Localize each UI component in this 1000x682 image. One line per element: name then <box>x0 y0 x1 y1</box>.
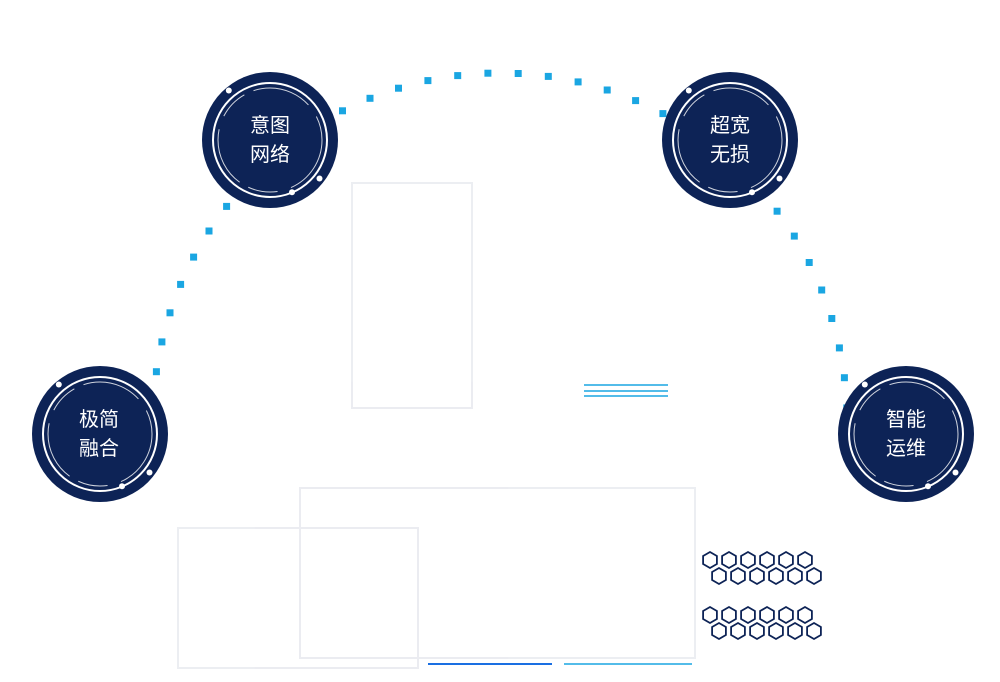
node-text-line1: 智能 <box>886 407 926 431</box>
arc-dot <box>395 84 402 92</box>
feature-nodes <box>32 72 974 502</box>
hexagon-shape <box>749 566 765 586</box>
node-circuit-dot <box>55 381 62 388</box>
node-circuit-dot <box>289 189 295 196</box>
hexagon-shape <box>778 605 794 625</box>
arc-dot <box>773 207 781 215</box>
arc-dot <box>603 86 611 94</box>
node-ring <box>672 82 788 198</box>
arc-dot <box>158 338 166 346</box>
node-disc <box>32 366 168 502</box>
arc-dot <box>544 72 552 80</box>
hexagon-shape <box>768 566 784 586</box>
node-circuit-dot <box>146 469 153 476</box>
node-circuit-dot <box>776 175 783 182</box>
arc-dot <box>424 77 432 85</box>
arc-dot <box>840 374 848 382</box>
node-text-line2: 运维 <box>886 436 926 460</box>
arc-dot <box>574 78 582 86</box>
arc-dot <box>835 344 843 352</box>
node-label-ultra-wide-lossless: 超宽 无损 <box>690 111 770 169</box>
hexagon-shape <box>721 605 737 625</box>
hexagon-shape <box>711 566 727 586</box>
cabinet-left <box>177 527 419 669</box>
node-circuit-dot <box>861 381 868 388</box>
center-illustration <box>177 182 696 669</box>
node-text-line1: 极简 <box>79 407 119 431</box>
arc-dot <box>632 97 640 105</box>
node-circuit-ring <box>677 87 783 193</box>
node-circuit-dot <box>316 175 323 182</box>
hexagon-shape <box>749 621 765 641</box>
arc-dot <box>514 70 522 77</box>
node-text-line2: 融合 <box>79 436 119 460</box>
switch-panel <box>299 487 696 659</box>
node-label-smart-ops: 智能 运维 <box>866 405 946 463</box>
hexagon-shape <box>730 566 746 586</box>
hexagon-shape <box>730 621 746 641</box>
node-circuit-dot <box>685 87 692 94</box>
node-circuit-dot <box>925 483 931 490</box>
node-circuit-dot <box>952 469 959 476</box>
hexagon-shape <box>806 621 822 641</box>
node-ring <box>212 82 328 198</box>
accent-lines <box>428 384 692 665</box>
arc-dot <box>454 72 462 80</box>
node-circle-intent-network <box>202 72 338 208</box>
node-text-line1: 意图 <box>250 113 290 137</box>
hexagon-shape <box>740 550 756 570</box>
hexagon-shape <box>759 550 775 570</box>
arc-dot <box>339 107 346 115</box>
arc-dot <box>805 259 813 266</box>
node-text-line2: 网络 <box>250 142 290 166</box>
hexagon-shape <box>702 550 718 570</box>
node-text-line1: 超宽 <box>710 113 750 137</box>
node-circle-smart-ops <box>838 366 974 502</box>
arc-dot <box>366 94 374 102</box>
arc-dot <box>152 368 160 376</box>
arc-dot <box>223 202 231 210</box>
node-circuit-ring <box>47 381 153 487</box>
hexagon-shape <box>759 605 775 625</box>
node-ring <box>848 376 964 492</box>
node-circuit-dot <box>119 483 125 490</box>
node-label-minimal-fusion: 极简 融合 <box>59 405 139 463</box>
hexagon-shape <box>787 566 803 586</box>
hexagon-shape <box>711 621 727 641</box>
node-circle-ultra-wide-lossless <box>662 72 798 208</box>
node-disc <box>202 72 338 208</box>
node-ring <box>42 376 158 492</box>
hexagon-shape <box>721 550 737 570</box>
node-circuit-dot <box>749 189 755 196</box>
arc-dot <box>205 227 213 235</box>
node-circle-minimal-fusion <box>32 366 168 502</box>
server-tower <box>351 182 473 409</box>
arc-dot <box>190 253 198 261</box>
node-circuit-ring <box>853 381 959 487</box>
hexagon-shape <box>787 621 803 641</box>
hexagon-shape <box>768 621 784 641</box>
arc-dot <box>659 110 667 118</box>
hexagon-shape <box>740 605 756 625</box>
node-disc <box>838 366 974 502</box>
arc-dot <box>818 286 826 294</box>
node-disc <box>662 72 798 208</box>
node-text-line2: 无损 <box>710 142 750 166</box>
arc-dot <box>484 69 492 77</box>
hexagon-shape <box>778 550 794 570</box>
node-label-intent-network: 意图 网络 <box>230 111 310 169</box>
hexagon-pattern <box>702 550 822 641</box>
hexagon-shape <box>797 550 813 570</box>
hexagon-shape <box>806 566 822 586</box>
node-circuit-ring <box>217 87 323 193</box>
arc-dot <box>790 232 798 240</box>
hexagon-shape <box>797 605 813 625</box>
node-circuit-dot <box>225 87 232 94</box>
hexagon-shape <box>702 605 718 625</box>
arc-dot <box>166 309 174 317</box>
arc-dot <box>828 315 836 322</box>
arc-dot <box>177 280 185 288</box>
